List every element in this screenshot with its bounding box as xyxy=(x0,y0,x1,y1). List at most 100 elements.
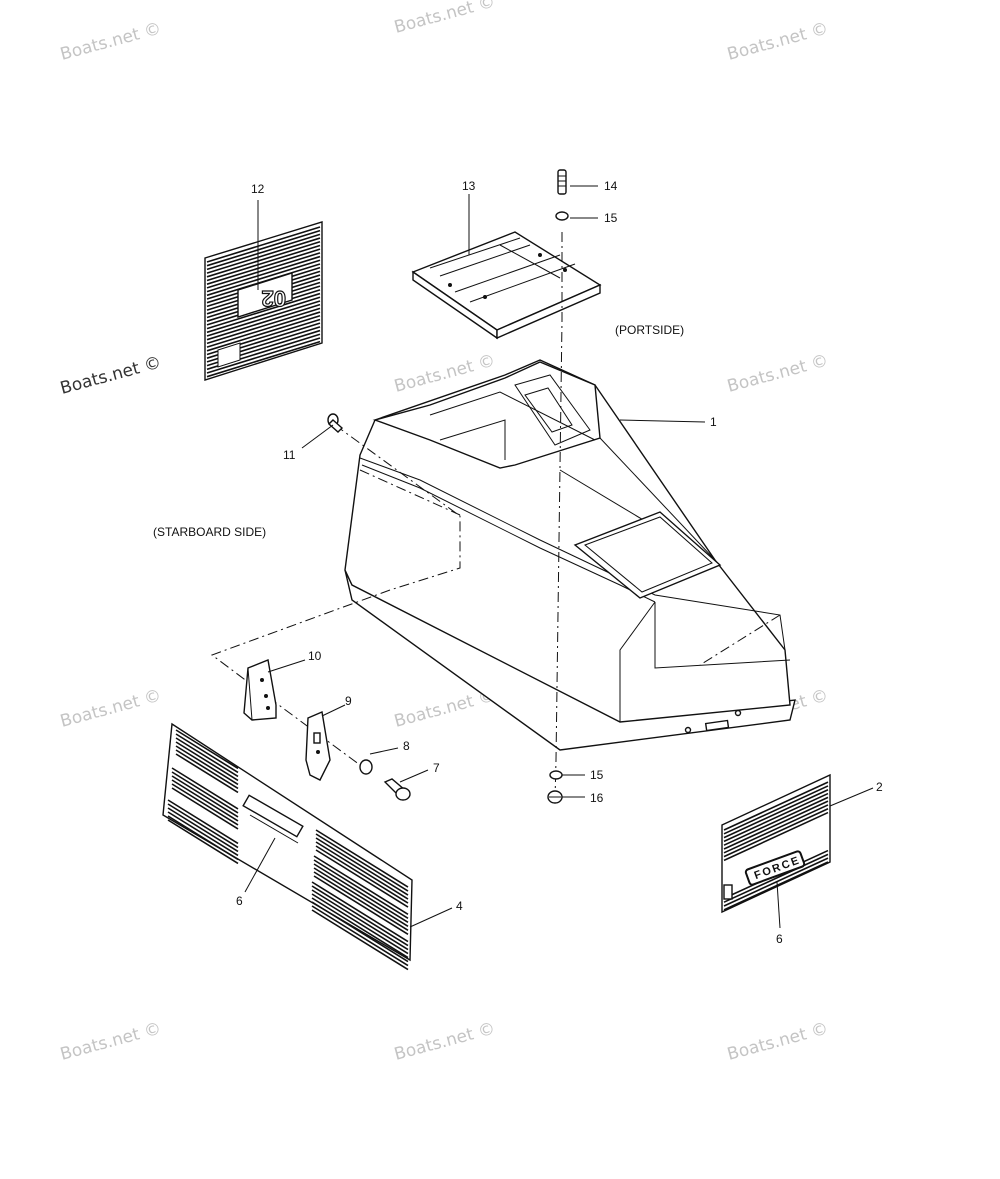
decal-stripe xyxy=(311,905,409,967)
decal-stripe xyxy=(206,226,321,263)
decal-stripe xyxy=(206,307,321,345)
callout-7: 7 xyxy=(433,761,440,775)
decal-stripe xyxy=(723,857,829,907)
decal-2: FORCE xyxy=(721,773,831,914)
assembly-line-center xyxy=(554,232,563,801)
decal-stripe xyxy=(311,881,409,943)
decal-stripe xyxy=(175,745,239,786)
nut-16 xyxy=(547,790,563,804)
watermark: Boats.net © xyxy=(725,1019,830,1065)
decal-stripe xyxy=(206,244,321,282)
decal-stripe xyxy=(723,808,829,858)
decal-stripe xyxy=(315,841,409,900)
decal-stripe xyxy=(171,787,239,830)
decal-12: 02 xyxy=(204,221,323,381)
decal-12-number: 02 xyxy=(262,286,286,311)
callout-6-right: 6 xyxy=(776,932,783,946)
watermark: Boats.net © xyxy=(725,19,830,65)
decal-stripe xyxy=(206,315,321,352)
decal-stripe xyxy=(313,871,409,931)
decal-stripe xyxy=(206,303,321,341)
decal-stripe xyxy=(171,771,239,814)
washer-15-top xyxy=(555,211,569,221)
callout-10: 10 xyxy=(308,649,322,663)
decal-stripe xyxy=(206,296,321,334)
callout-13: 13 xyxy=(462,179,476,193)
decal-stripe xyxy=(315,849,409,908)
assembly-line-11 xyxy=(359,469,461,516)
decal-stripe xyxy=(723,811,829,862)
decal-stripe xyxy=(206,300,321,337)
decal-4-stripes xyxy=(167,729,409,971)
decal-stripe xyxy=(167,811,239,857)
callout-9: 9 xyxy=(345,694,352,708)
portside-note: (PORTSIDE) xyxy=(615,323,684,337)
callout-11: 11 xyxy=(283,448,296,462)
callout-14: 14 xyxy=(604,179,618,193)
decal-stripe xyxy=(311,909,409,971)
decal-stripe xyxy=(723,796,829,846)
decal-stripe xyxy=(206,229,321,267)
decal-stripe xyxy=(315,829,409,888)
decal-stripe xyxy=(171,783,239,826)
decal-stripe xyxy=(206,252,321,289)
callout-16: 16 xyxy=(590,791,604,805)
decal-stripe xyxy=(206,255,321,293)
decal-2-tab xyxy=(723,884,733,900)
engine-cowl-1 xyxy=(344,359,796,751)
decal-stripe xyxy=(206,337,321,374)
latch-9 xyxy=(305,711,331,781)
decal-stripe xyxy=(206,292,321,330)
decal-stripe xyxy=(175,753,239,794)
screw-11 xyxy=(327,413,344,433)
decal-stripe xyxy=(315,845,409,904)
callout-2: 2 xyxy=(876,780,883,794)
decal-stripe xyxy=(313,863,409,923)
decal-stripe xyxy=(175,737,239,778)
decal-stripe xyxy=(175,741,239,782)
decal-stripe xyxy=(206,259,321,297)
decal-stripe xyxy=(167,803,239,849)
decal-stripe xyxy=(311,893,409,955)
leader-lines xyxy=(244,185,874,929)
callouts: 12 13 14 15 1 11 10 9 8 7 15 16 2 6 6 4 xyxy=(236,179,883,946)
decal-stripe xyxy=(171,767,239,810)
callout-15-bottom: 15 xyxy=(590,768,604,782)
watermark: Boats.net © xyxy=(725,351,830,397)
decal-stripe xyxy=(313,855,409,915)
decal-stripe xyxy=(723,800,829,850)
decal-stripe xyxy=(206,248,321,285)
callout-1: 1 xyxy=(710,415,717,429)
decal-stripe xyxy=(723,861,829,911)
bolt-14 xyxy=(557,169,567,195)
decal-stripe xyxy=(175,749,239,790)
decal-stripe xyxy=(311,901,409,963)
decal-stripe xyxy=(315,837,409,896)
starboard-note: (STARBOARD SIDE) xyxy=(153,525,266,539)
bracket-10 xyxy=(243,659,277,721)
watermark: Boats.net © xyxy=(58,353,163,399)
decal-stripe xyxy=(206,340,321,378)
decal-stripe xyxy=(315,833,409,892)
decal-stripe xyxy=(723,785,829,835)
decal-stripe xyxy=(167,819,239,865)
watermark: Boats.net © xyxy=(58,686,163,732)
decal-2-logo xyxy=(744,850,806,886)
decal-stripe xyxy=(167,807,239,853)
callout-6-left: 6 xyxy=(236,894,243,908)
watermark: Boats.net © xyxy=(58,1019,163,1065)
decal-stripe xyxy=(723,804,829,854)
top-plate-13 xyxy=(411,231,602,340)
hidden-edge-right xyxy=(699,614,781,666)
watermark: Boats.net © xyxy=(392,1019,497,1065)
watermark: Boats.net © xyxy=(58,19,163,65)
decal-stripe xyxy=(171,779,239,822)
decal-stripe xyxy=(313,859,409,919)
decal-stripe xyxy=(171,775,239,818)
decal-12-small-box xyxy=(217,342,241,368)
decal-stripe xyxy=(167,799,239,845)
watermark: Boats.net © xyxy=(392,0,497,38)
decal-stripe xyxy=(723,792,829,843)
decal-stripe xyxy=(167,815,239,861)
